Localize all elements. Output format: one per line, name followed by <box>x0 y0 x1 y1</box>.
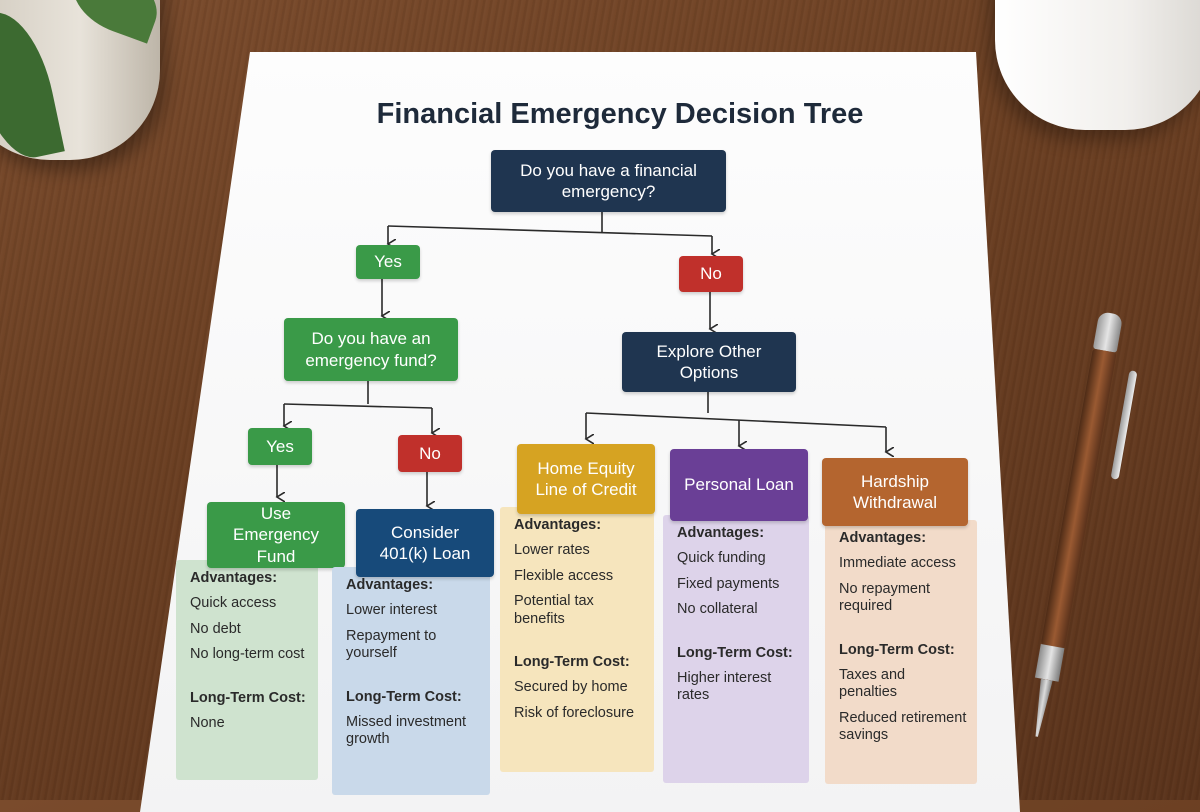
root-question-label: Do you have a financial emergency? <box>520 160 697 201</box>
coffee-mug <box>995 0 1200 130</box>
cost-item: Secured by home <box>514 679 628 696</box>
advantage-item: Lower rates <box>514 542 590 559</box>
page-title: Financial Emergency Decision Tree <box>376 98 864 130</box>
branch-yes-label: Yes <box>374 252 402 272</box>
advantage-item: Quick access <box>190 595 277 612</box>
emergency-fund-question-label: Do you have an emergency fund? <box>305 329 437 370</box>
explore-options-label: Explore Other Options <box>656 341 762 382</box>
branch-yes: Yes <box>356 245 420 279</box>
option-panel-emergency-fund: Advantages: Quick access No debt No long… <box>176 560 318 780</box>
advantage-item: Potential tax benefits <box>514 593 594 627</box>
advantage-item: Lower interest <box>346 602 438 619</box>
advantage-item: No long-term cost <box>190 646 305 663</box>
cost-item: Reduced retirement savings <box>839 709 967 744</box>
cost-heading: Long-Term Cost: <box>839 641 955 658</box>
advantage-item: Quick funding <box>677 550 766 567</box>
option-panel-personal-loan: Advantages: Quick funding Fixed payments… <box>663 515 809 783</box>
advantages-heading: Advantages: <box>346 577 434 593</box>
option-title-label: Consider 401(k) Loan <box>379 522 471 563</box>
advantage-item: Flexible access <box>514 567 614 584</box>
pen-icon <box>1025 311 1124 739</box>
option-title-label: Use Emergency Fund <box>233 504 319 566</box>
cost-item: None <box>190 714 225 731</box>
advantages-heading: Advantages: <box>190 570 278 586</box>
fund-yes: Yes <box>248 428 312 465</box>
branch-no: No <box>679 256 743 292</box>
option-title-heloc: Home Equity Line of Credit <box>517 444 655 514</box>
cost-heading: Long-Term Cost: <box>346 688 462 705</box>
advantage-item: Fixed payments <box>677 575 780 592</box>
cost-heading: Long-Term Cost: <box>190 689 306 706</box>
option-title-label: Home Equity Line of Credit <box>535 458 637 499</box>
option-panel-401k-loan: Advantages: Lower interest Repayment to … <box>332 567 490 795</box>
explore-options: Explore Other Options <box>622 332 796 392</box>
fund-no-label: No <box>419 443 441 463</box>
cost-heading: Long-Term Cost: <box>514 653 630 670</box>
cost-item: Taxes and penalties <box>839 666 906 701</box>
advantage-item: No debt <box>190 620 241 637</box>
pen-clip <box>1110 370 1138 480</box>
cost-heading: Long-Term Cost: <box>677 644 793 661</box>
option-title-401k-loan: Consider 401(k) Loan <box>356 509 494 577</box>
fund-yes-label: Yes <box>266 436 294 456</box>
advantages-heading: Advantages: <box>514 517 602 533</box>
advantage-item: Immediate access <box>839 555 956 572</box>
branch-no-label: No <box>700 264 722 284</box>
cost-item: Higher interest rates <box>677 669 772 704</box>
option-panel-hardship-withdrawal: Advantages: Immediate access No repaymen… <box>825 520 977 784</box>
option-title-personal-loan: Personal Loan <box>670 449 808 521</box>
option-title-label: Personal Loan <box>684 475 794 495</box>
advantage-item: Repayment to yourself <box>346 627 437 662</box>
emergency-fund-question: Do you have an emergency fund? <box>284 318 458 381</box>
cost-item: Missed investment growth <box>346 713 467 748</box>
advantage-item: No repayment required <box>839 580 931 615</box>
advantages-heading: Advantages: <box>839 530 927 546</box>
cost-item: Risk of foreclosure <box>514 704 635 721</box>
fund-no: No <box>398 435 462 472</box>
option-title-emergency-fund: Use Emergency Fund <box>207 502 345 568</box>
option-title-hardship-withdrawal: Hardship Withdrawal <box>822 458 968 526</box>
option-panel-heloc: Advantages: Lower rates Flexible access … <box>500 507 654 772</box>
advantage-item: No collateral <box>677 601 758 618</box>
advantages-heading: Advantages: <box>677 525 765 541</box>
option-title-label: Hardship Withdrawal <box>852 471 938 512</box>
root-question: Do you have a financial emergency? <box>491 150 726 212</box>
